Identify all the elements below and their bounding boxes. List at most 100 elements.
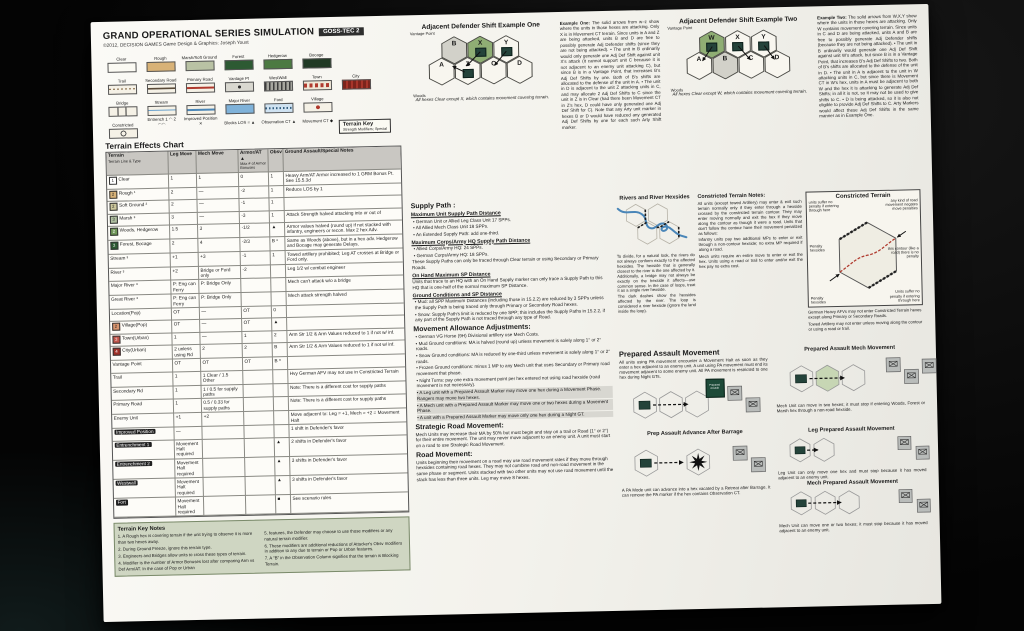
tec-cell-armor xyxy=(243,397,275,413)
tec-cell-terrain: Primary Road xyxy=(111,399,175,416)
hex-letter: A xyxy=(696,55,702,63)
tec-cell-obsv: ■ xyxy=(275,495,292,515)
tec-cell-obsv: B ⁶ xyxy=(270,236,286,252)
terrain-key-label: River xyxy=(195,98,206,104)
constricted-towed-arty-note: Towed Artillery may not enter unless mov… xyxy=(808,319,923,332)
terrain-key-box: Terrain Key Strength Modifiers; Special xyxy=(338,118,392,134)
terrain-swatch-icon xyxy=(107,84,137,95)
tec-cell-mech: 1 / 0.5 for supply paths xyxy=(201,384,244,400)
hex-diagram-example-one: Vantage Point Woods B xyxy=(410,31,549,98)
hex-letter: X xyxy=(477,39,483,47)
terrain-key-label: City xyxy=(352,72,360,79)
pa-leg-and-mech-cell: Leg Prepared Assault Movement xyxy=(777,424,931,534)
tec-cell-terrain: Trail xyxy=(111,372,174,388)
terrain-swatch-icon xyxy=(108,128,138,139)
example-two-caption: All hexes Clear except W, which contains… xyxy=(672,88,808,97)
tec-cell-notes: See scenario rules xyxy=(290,492,409,515)
rivers-body: To divide, for a natural look, the river… xyxy=(616,252,696,294)
terrain-key-item: Forest xyxy=(220,50,256,71)
terrain-key-label: Major River xyxy=(228,97,251,103)
tec-cell-mech: 2 xyxy=(200,344,243,360)
tec-cell-armor: OT xyxy=(241,306,273,320)
tec-cell-mech: — xyxy=(197,199,240,213)
tec-cell-terrain: Entrenchment 2 xyxy=(113,459,176,480)
pa-mech2-movement-art xyxy=(778,485,931,522)
tec-cell-mech: 4 xyxy=(198,237,241,253)
gray-counter-icon xyxy=(750,456,766,472)
tec-cell-obsv: 0 xyxy=(271,305,288,319)
unit-counter-icon xyxy=(462,69,473,78)
terrain-key-item: City xyxy=(338,69,374,90)
tec-cell-leg: 1 xyxy=(173,385,202,400)
pa-advance-after-barrage-art xyxy=(621,435,771,486)
tec-cell-leg: 1.5 xyxy=(170,224,199,240)
tec-cell-leg: OT xyxy=(172,359,202,373)
tec-cell-leg: 1 xyxy=(173,399,203,414)
terrain-name: Improved Position xyxy=(113,428,156,436)
terrain-key-label: Vantage Pt xyxy=(228,75,250,81)
gray-counter-icon xyxy=(915,445,930,460)
road-movement-text: Units beginning their movement on a road… xyxy=(416,455,614,482)
example-two-block: Adjacent Defender Shift Example Two Vant… xyxy=(664,15,816,190)
terrain-line-chip: 1 xyxy=(108,176,118,185)
prepared-assault-intro-cell: Prepared Assault Movement All units usin… xyxy=(619,347,769,429)
tec-cell-terrain: Major River ³ xyxy=(109,280,172,296)
rivers-section: Rivers and River Hexsides xyxy=(615,194,696,346)
terrain-name: Town(Urban) xyxy=(121,334,149,341)
terrain-swatch-icon xyxy=(146,83,176,95)
terrain-name: Marsh ³ xyxy=(119,214,136,221)
terrain-swatch-icon xyxy=(185,104,216,116)
example-two-text: Example Two: The solid arrows from W,X,Y… xyxy=(817,13,920,187)
tec-cell-leg: +1 xyxy=(174,413,203,428)
constricted-note-mech: Mech units require an entire move to ent… xyxy=(698,251,803,269)
gray-counter-icon xyxy=(916,498,931,513)
tec-cell-obsv: 1 xyxy=(269,185,285,199)
terrain-swatch-icon xyxy=(263,80,293,92)
tec-cell-leg: 1 xyxy=(173,371,202,387)
terrain-key-label: Ford xyxy=(273,96,283,102)
terrain-swatch-icon xyxy=(262,58,293,70)
pa-mech-diagram xyxy=(789,357,937,393)
terrain-key-label: Marsh/Soft Ground xyxy=(181,54,218,60)
terrain-name: Clear xyxy=(118,176,130,182)
tec-cell-armor xyxy=(245,476,276,497)
tec-cell-armor xyxy=(244,437,276,458)
vantage-point-label: Vantage Point xyxy=(667,25,693,31)
terrain-line-chip: 2 xyxy=(109,202,118,211)
terrain-key-label: Entrench 1 ◠ 2 ◠◠ xyxy=(147,116,177,127)
terrain-swatch-icon xyxy=(107,106,138,117)
pa-mech-movement-cell: Prepared Assault Mech Movement xyxy=(775,343,937,425)
pa-mech2-movement-caption: Mech Unit can move one or two hexes; it … xyxy=(779,520,928,534)
tec-cell-obsv xyxy=(271,278,287,293)
example-one-text: Example One: The solid arrows from w–z s… xyxy=(560,19,663,193)
terrain-name: Secondary Rd xyxy=(113,387,143,394)
tec-cell-armor: OT xyxy=(242,357,274,371)
terrain-name: Entrenchment 2 xyxy=(114,460,152,467)
rivers-caption: The dark dashes show the hexsides affect… xyxy=(617,292,696,314)
tec-cell-terrain: Entrenchment 1 xyxy=(112,439,176,461)
reference-card: GRAND OPERATIONAL SERIES SIMULATION GOSS… xyxy=(90,3,942,623)
tec-cell-mech xyxy=(202,425,245,440)
tec-cell-leg: OT xyxy=(171,307,201,321)
pa-advance-after-barrage-cell: Prep Assault Advance After Barrage xyxy=(621,427,772,537)
hex-letter: A xyxy=(439,61,444,69)
unit-counter-icon xyxy=(706,43,717,52)
prepared-assault-section: Prepared Assault Movement All units usin… xyxy=(619,343,937,601)
tec-header-obsv: Obsv xyxy=(268,149,284,173)
terrain-key-item: Secondary Road xyxy=(143,73,179,95)
terrain-swatch-icon xyxy=(224,103,255,115)
tec-cell-armor: -1/2 xyxy=(239,223,271,238)
terrain-key-label: Observation CT ▲ xyxy=(261,118,297,125)
terrain-key-label: Blocks LOS = ▲ xyxy=(224,119,256,125)
constricted-diagram-section: Constricted Terrain xyxy=(805,189,923,341)
hex-letter: W xyxy=(708,34,715,42)
tec-cell-armor: 1 xyxy=(242,331,273,345)
tec-cell-notes: 2 shifts in Defender's favor xyxy=(289,434,408,457)
terrain-key-notes-panel: Terrain Key Notes 1. A Rough hex is cove… xyxy=(113,516,411,578)
tec-cell-leg: P: Eng can Ferry xyxy=(171,294,200,309)
tec-cell-terrain: 2 Woods, Hedgerow xyxy=(108,225,171,241)
river-hexside-diagram xyxy=(616,203,688,245)
barrage-star-icon xyxy=(689,452,708,471)
pa-leg-movement-art xyxy=(777,432,930,469)
